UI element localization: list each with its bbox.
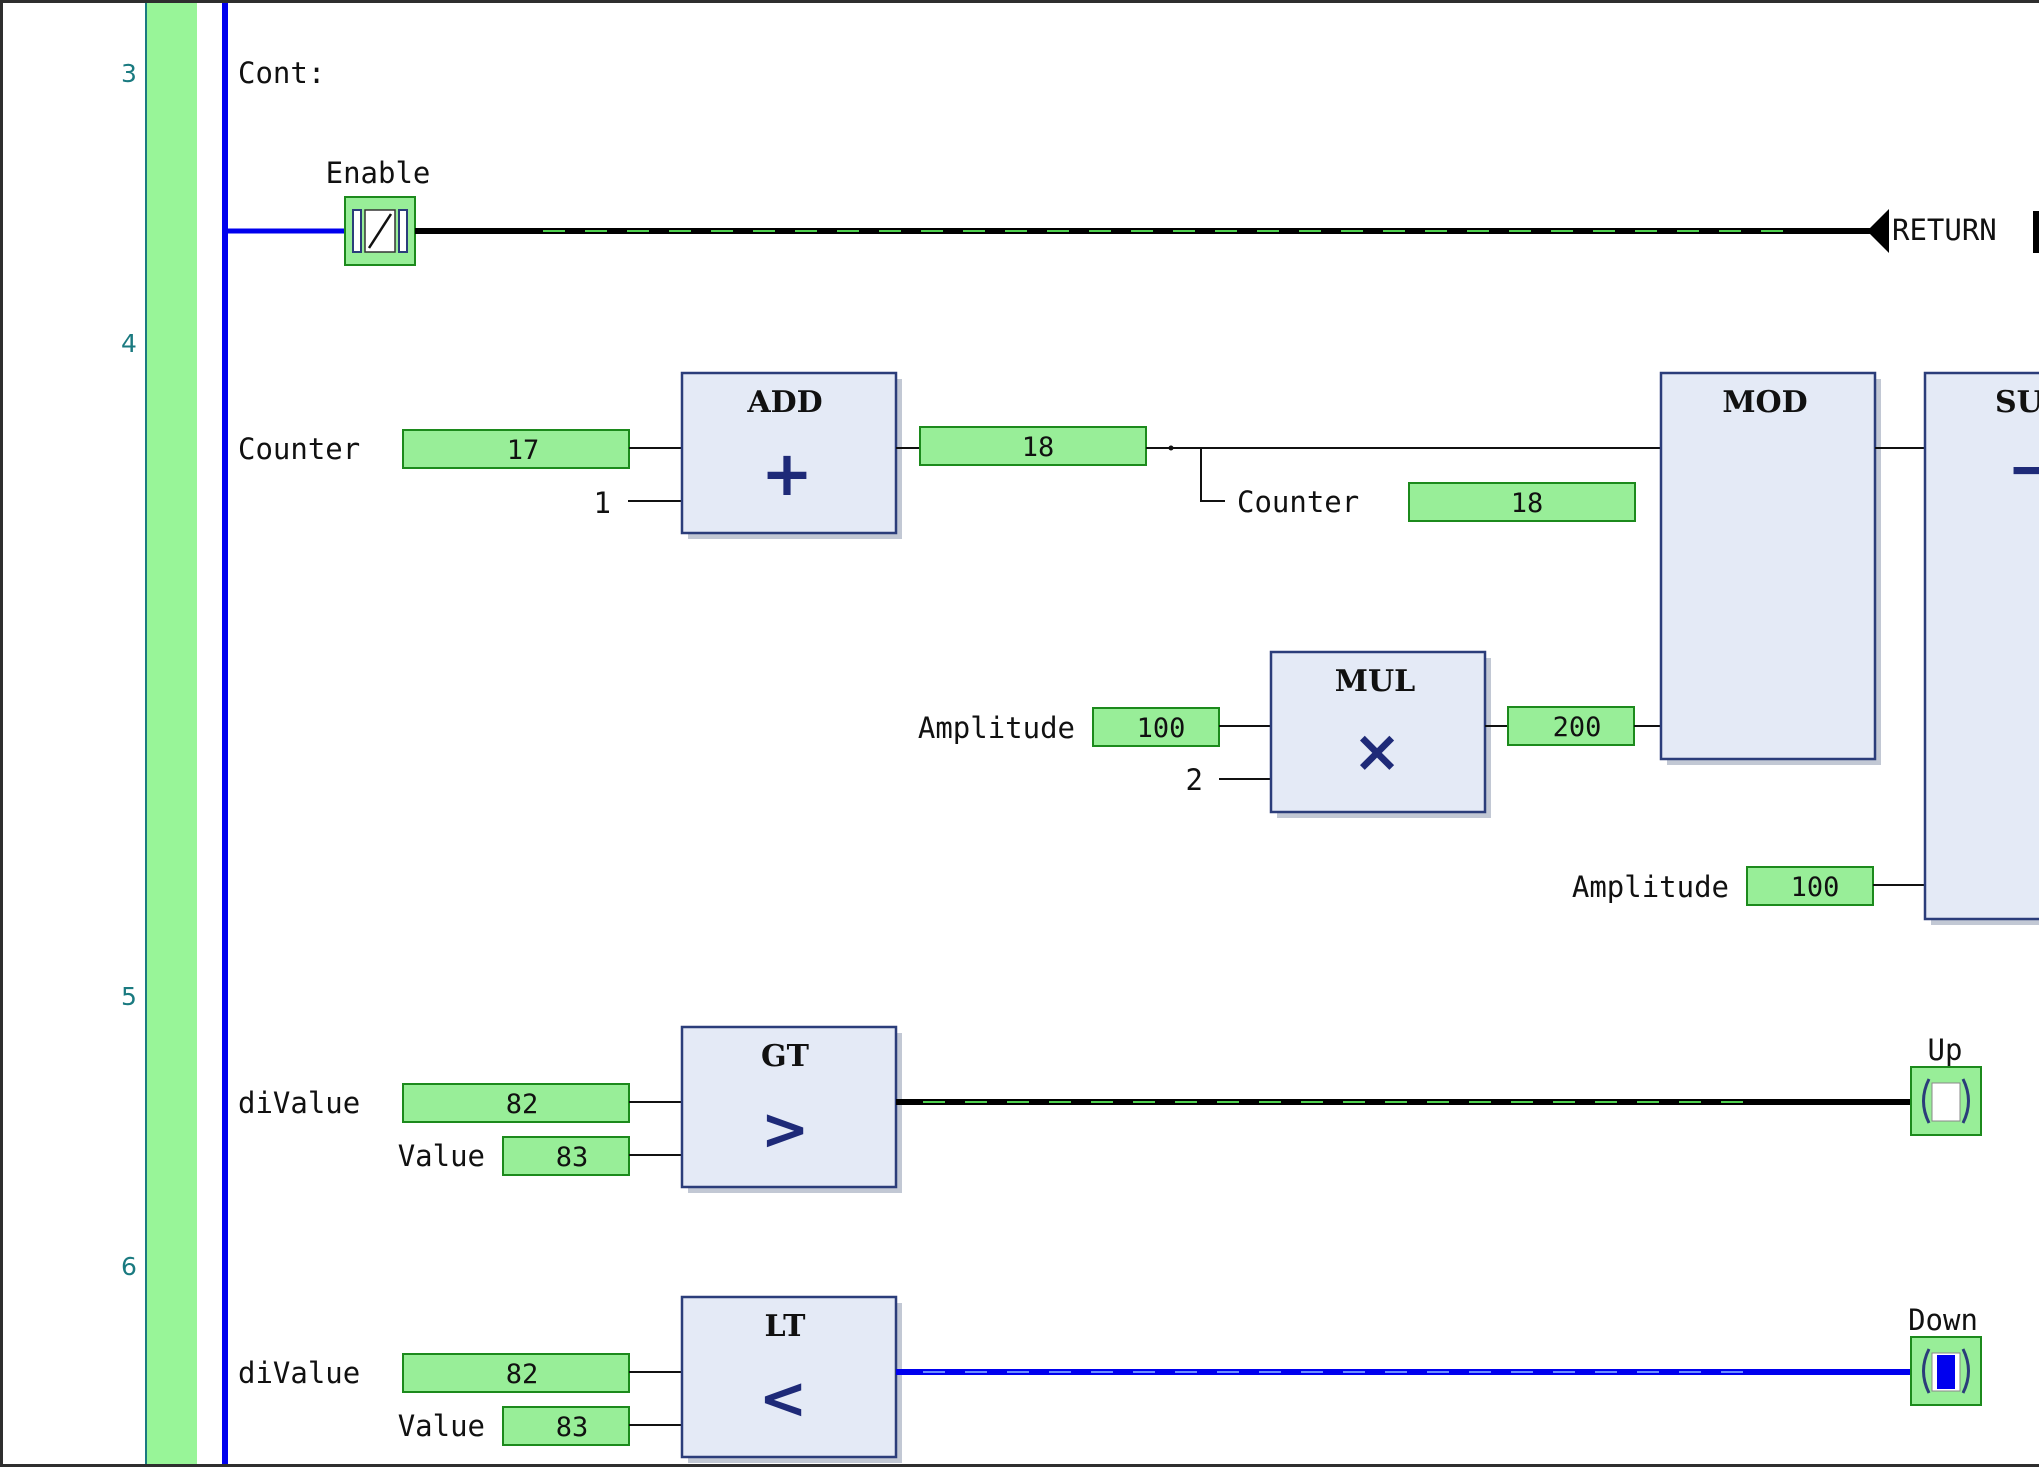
coil-icon[interactable] <box>1910 1066 1982 1136</box>
sub-title: SU <box>1995 385 2039 420</box>
sub-in2-name: Amplitude <box>1572 870 1729 904</box>
gt-function-block[interactable]: GT > <box>680 1025 902 1193</box>
lt-function-block[interactable]: LT < <box>680 1295 902 1463</box>
coil-icon[interactable] <box>1910 1336 1982 1406</box>
label-cont: Cont: <box>238 56 325 90</box>
network-4: Counter 17 1 ADD + 18 Counter 18 Amplitu… <box>238 371 2039 925</box>
svg-text:82: 82 <box>506 1359 539 1390</box>
lt-title: LT <box>765 1309 807 1344</box>
ladder-diagram: 3 4 5 6 Cont: Enable RETURN Counter 17 <box>121 3 2039 1464</box>
gt-in2-value-box[interactable]: 83 <box>502 1136 630 1176</box>
line-number-5: 5 <box>121 982 137 1011</box>
svg-text:18: 18 <box>1511 488 1544 519</box>
return-arrow-icon <box>1867 209 1889 253</box>
add-title: ADD <box>746 385 822 420</box>
add-in2-const: 1 <box>594 486 611 520</box>
enable-contact-label: Enable <box>326 156 431 190</box>
mul-symbol: × <box>1353 717 1402 785</box>
lt-in1-name: diValue <box>238 1356 360 1390</box>
lt-symbol: < <box>759 1364 808 1432</box>
mod-title: MOD <box>1722 385 1807 420</box>
add-function-block[interactable]: ADD + <box>680 371 902 539</box>
network-3: Enable RETURN <box>225 156 2039 266</box>
gt-symbol: > <box>761 1095 810 1163</box>
svg-text:100: 100 <box>1791 872 1840 903</box>
svg-text:200: 200 <box>1553 712 1602 743</box>
sub-in2-value-box[interactable]: 100 <box>1746 866 1874 906</box>
negated-contact-icon[interactable] <box>344 196 416 266</box>
svg-text:82: 82 <box>506 1089 539 1120</box>
gt-in1-name: diValue <box>238 1086 360 1120</box>
gt-title: GT <box>761 1039 810 1074</box>
mul-title: MUL <box>1335 664 1415 699</box>
add-in1-value-box[interactable]: 17 <box>402 429 630 469</box>
svg-text:100: 100 <box>1137 713 1186 744</box>
gt-in2-name: Value <box>398 1139 485 1173</box>
lt-in1-value-box[interactable]: 82 <box>402 1353 630 1393</box>
mul-in2-const: 2 <box>1186 763 1203 797</box>
return-right-bar <box>2033 211 2039 253</box>
down-coil-label: Down <box>1908 1303 1978 1337</box>
line-number-3: 3 <box>121 59 137 88</box>
mul-out-value-box[interactable]: 200 <box>1507 706 1635 746</box>
sub-symbol: − <box>2007 432 2039 505</box>
mul-in1-name: Amplitude <box>918 711 1075 745</box>
network-5: diValue 82 Value 83 GT > Up <box>238 1025 1982 1193</box>
svg-text:83: 83 <box>556 1412 589 1443</box>
add-in1-name: Counter <box>238 432 360 466</box>
line-number-gutter: 3 4 5 6 <box>121 3 197 1464</box>
lt-in2-value-box[interactable]: 83 <box>502 1406 630 1446</box>
line-number-4: 4 <box>121 329 137 358</box>
gutter-green-band <box>145 3 197 1464</box>
network-6: diValue 82 Value 83 LT < Down <box>238 1295 1982 1463</box>
lt-in2-name: Value <box>398 1409 485 1443</box>
line-number-6: 6 <box>121 1252 137 1281</box>
mod-function-block[interactable]: MOD <box>1659 371 1881 765</box>
add-out-value-box[interactable]: 18 <box>919 426 1147 466</box>
svg-text:17: 17 <box>507 435 540 466</box>
up-coil-label: Up <box>1928 1033 1963 1067</box>
sub-function-block[interactable]: SU − <box>1923 371 2039 925</box>
gt-in1-value-box[interactable]: 82 <box>402 1083 630 1123</box>
mul-function-block[interactable]: MUL × <box>1269 650 1491 818</box>
add-symbol: + <box>761 437 813 510</box>
assign-name: Counter <box>1237 485 1359 519</box>
mul-in1-value-box[interactable]: 100 <box>1092 707 1220 747</box>
return-label: RETURN <box>1892 213 1997 247</box>
assign-value-box[interactable]: 18 <box>1408 482 1636 522</box>
svg-text:83: 83 <box>556 1142 589 1173</box>
svg-text:18: 18 <box>1022 432 1055 463</box>
